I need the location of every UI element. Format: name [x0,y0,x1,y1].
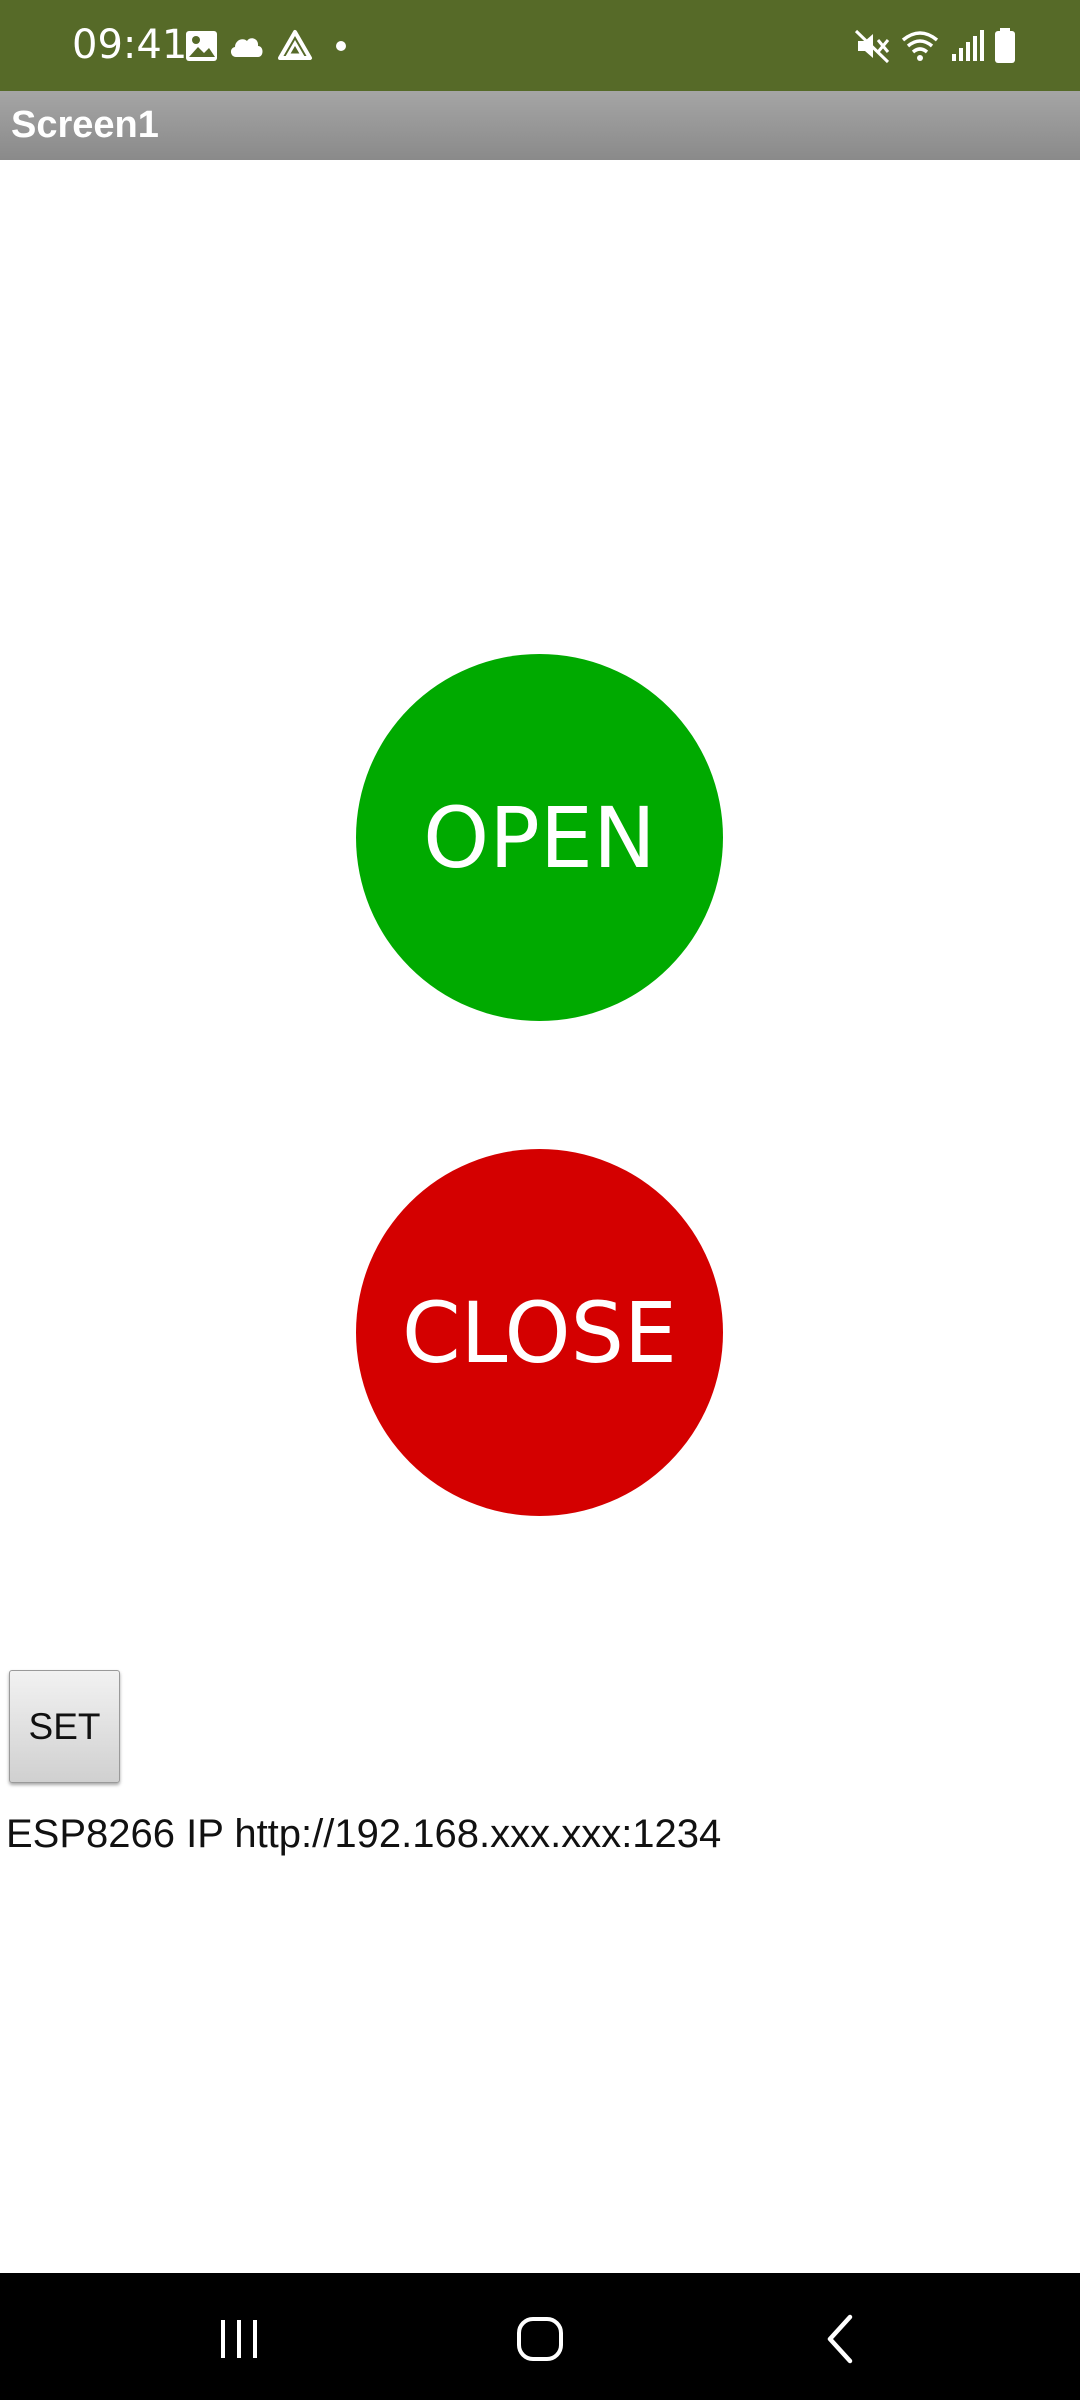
close-button[interactable]: CLOSE [356,1149,723,1516]
wifi-icon [901,31,939,61]
battery-icon [995,28,1015,63]
screen-title: Screen1 [11,104,159,146]
esp-ip-label: ESP8266 IP http://192.168.xxx.xxx:1234 [6,1812,722,1856]
signal-icon [952,30,984,61]
status-bar: 09:41 [0,0,1080,91]
recents-icon[interactable] [209,2309,269,2369]
drive-icon [278,30,312,60]
app-bar: Screen1 [0,91,1080,160]
open-button[interactable]: OPEN [356,654,723,1021]
home-icon[interactable] [510,2309,570,2369]
navigation-bar [0,2273,1080,2400]
cloud-icon [230,38,263,57]
back-icon[interactable] [812,2309,872,2369]
mute-icon [854,29,890,64]
dot-icon [336,41,346,51]
status-time: 09:41 [72,22,188,68]
gallery-icon [186,31,217,61]
set-button[interactable]: SET [9,1670,120,1783]
